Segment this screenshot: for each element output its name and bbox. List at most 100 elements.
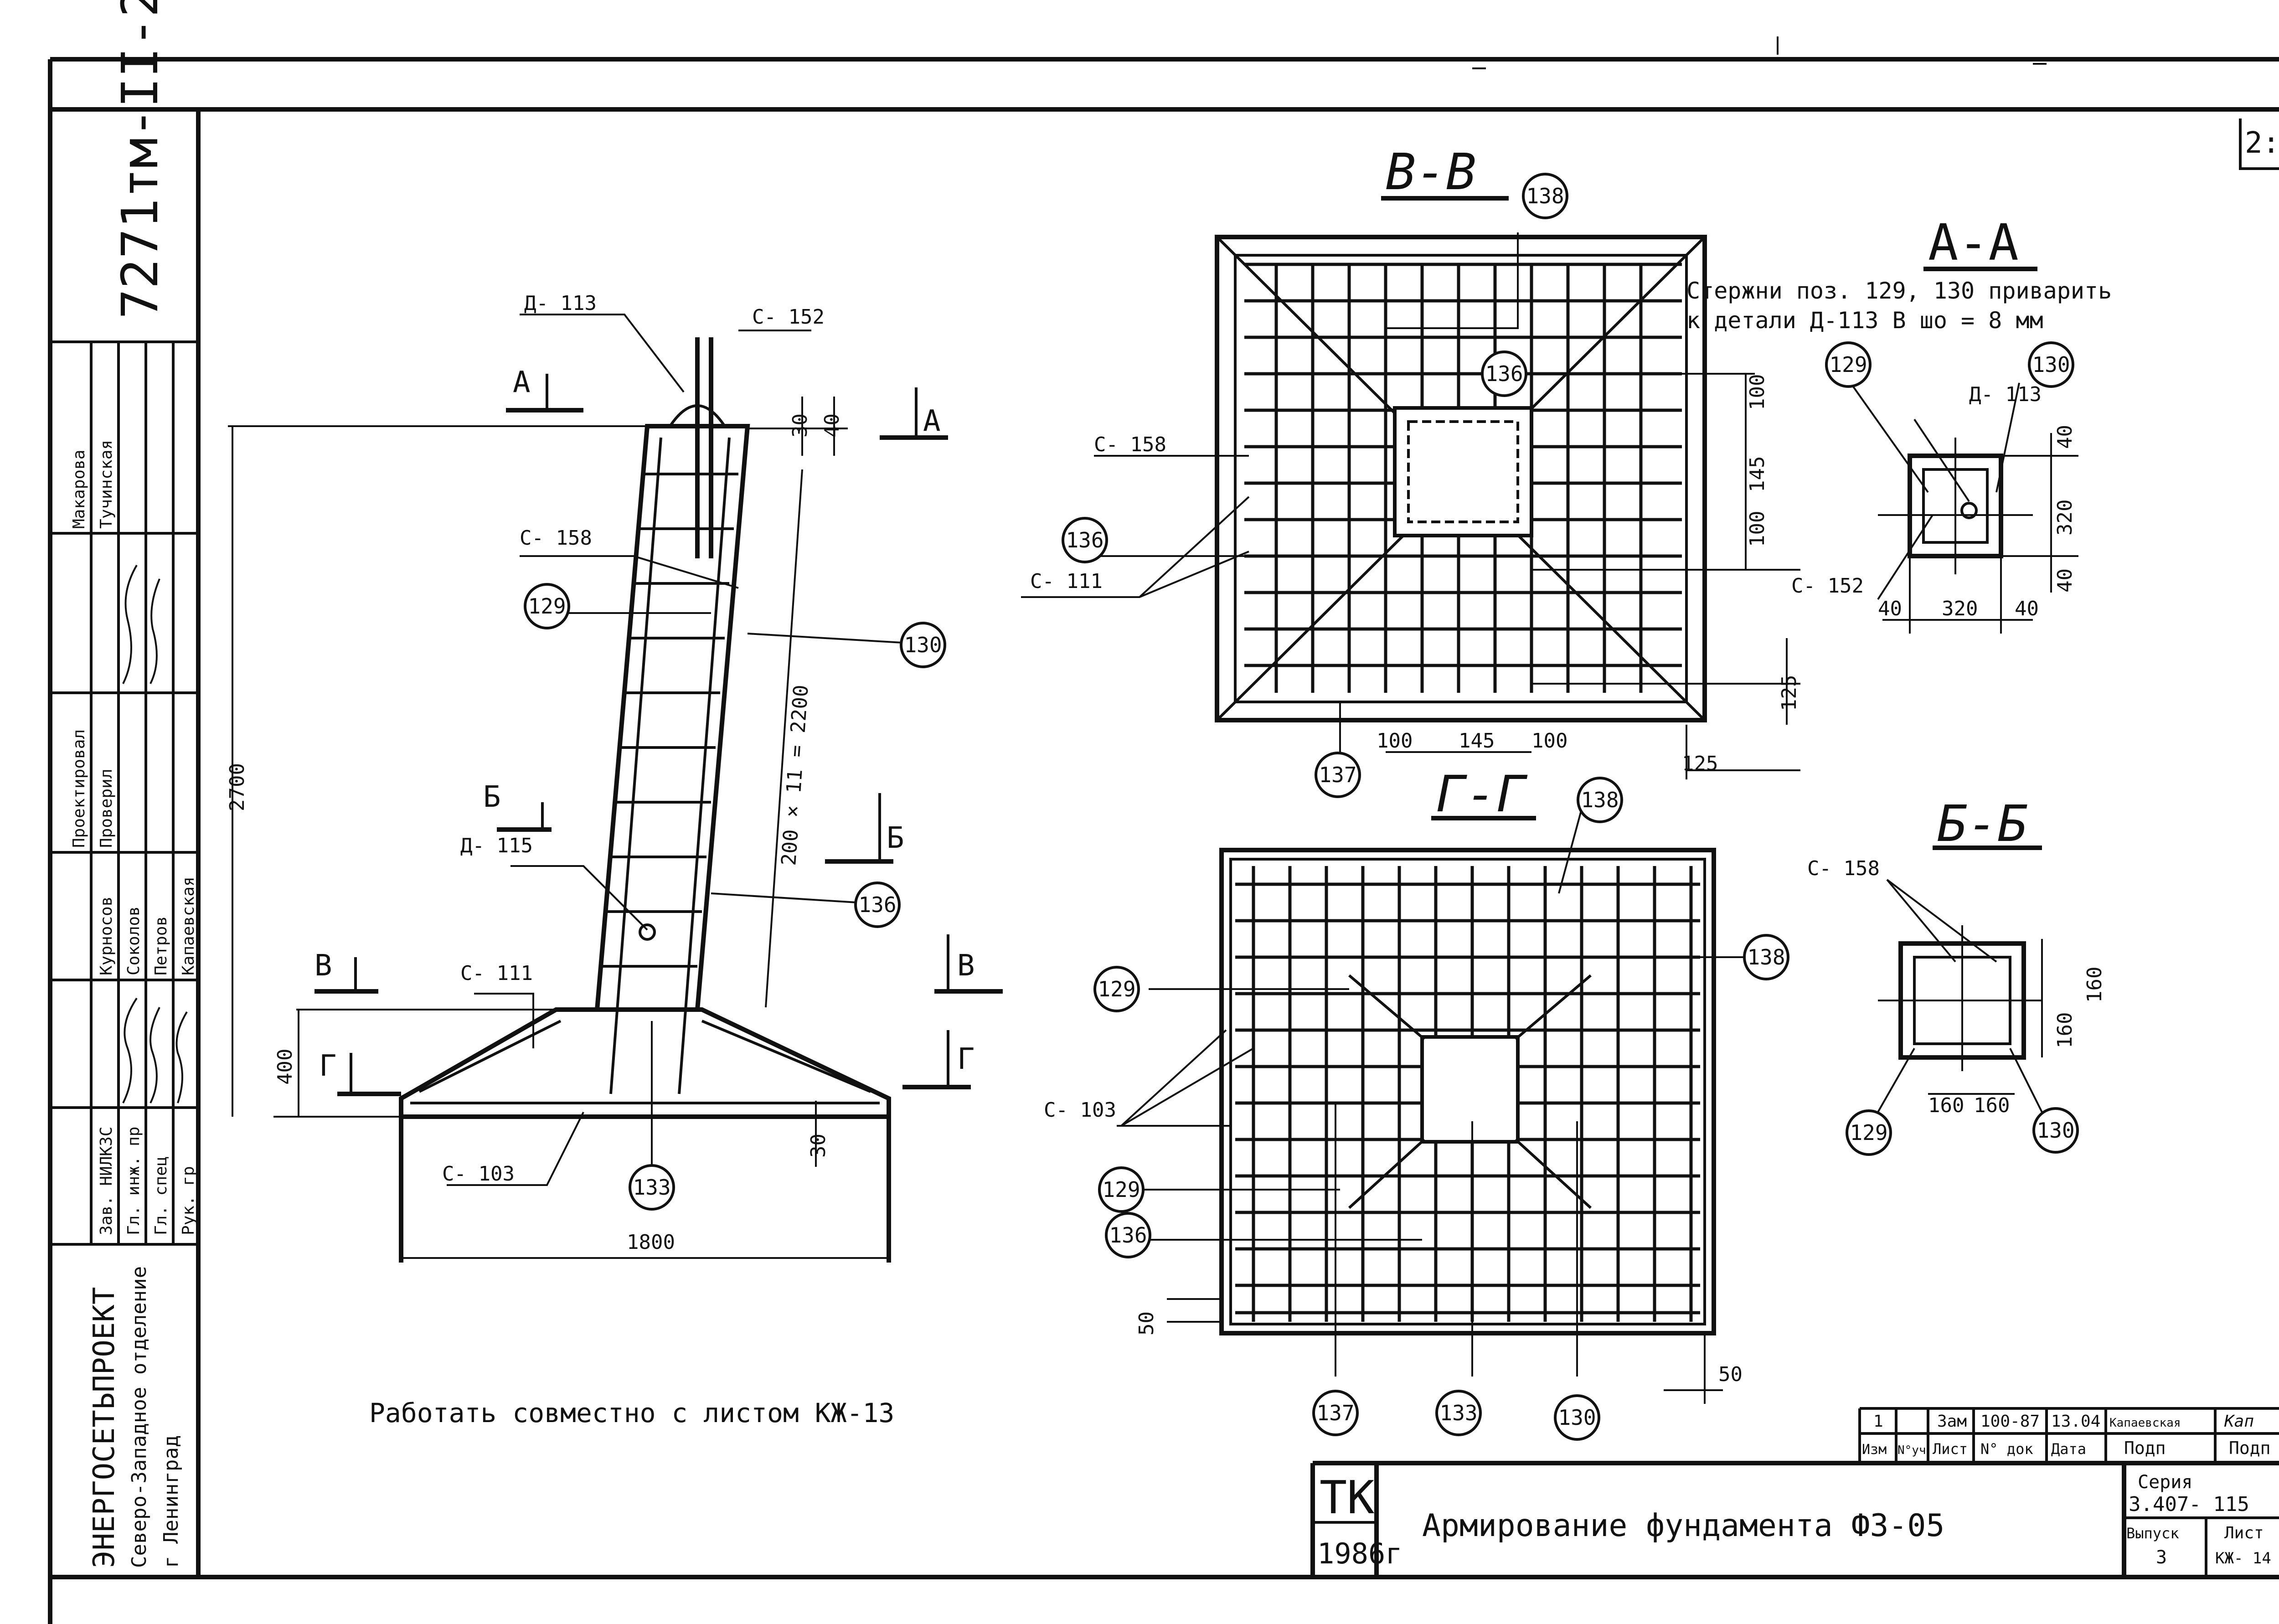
svg-text:130: 130: [2032, 352, 2070, 377]
svg-text:136: 136: [1109, 1223, 1147, 1248]
bb-dim-125: 125: [1682, 752, 1718, 775]
bubble-137-gg: 137: [1312, 1390, 1359, 1436]
section-gg: [1117, 848, 1755, 1404]
cut-mark-b-left: Б: [483, 780, 501, 814]
stamp-role-1: Зав. НИЛКЗС: [97, 1127, 116, 1235]
section-bb: [1021, 232, 1800, 894]
stamp-org: ЭНЕРГОСЕТЬПРОЕКТ: [88, 1287, 121, 1568]
title-series: 3.407- 115: [2129, 1493, 2249, 1516]
aa-dim-40a: 40: [1878, 597, 1902, 620]
signature-1: [122, 997, 138, 1103]
bubble-129: 129: [524, 583, 570, 629]
elev-label-c152: С- 152: [752, 305, 825, 329]
elevation-view: [228, 314, 1003, 1263]
gg-dim-50-horizontal: 50: [1718, 1363, 1743, 1386]
aa-label-c152: С- 152: [1791, 574, 1864, 598]
elev-label-c158: С- 158: [520, 526, 592, 550]
sheet-frame: [48, 36, 2279, 1624]
svg-text:129: 129: [1098, 977, 1135, 1001]
rev-num: 1: [1873, 1412, 1883, 1431]
bb-label-c158: С- 158: [1094, 433, 1166, 456]
dim-400: 400: [273, 1049, 297, 1085]
elev-label-d113: Д- 113: [524, 292, 597, 315]
svg-text:138: 138: [1581, 788, 1619, 812]
bubble-136-bb-left: 136: [1062, 517, 1108, 563]
stamp-city: г Ленинград: [160, 1435, 183, 1568]
rev-action: Зам: [1937, 1412, 1967, 1431]
bbb-vdim-160b: 160: [2083, 967, 2106, 1003]
signature-3: [175, 1011, 188, 1103]
dim-40-top: 40: [820, 413, 844, 438]
stamp-role-3: Гл. спец: [152, 1156, 170, 1235]
svg-text:136: 136: [1066, 528, 1103, 552]
signature-4: [122, 564, 138, 684]
cut-mark-b-right: Б: [887, 821, 904, 855]
dim-2700: 2700: [226, 763, 249, 811]
bb-vdim-145: 145: [1746, 456, 1769, 492]
bbb-vdim-160a: 160: [2053, 1012, 2077, 1048]
bb-dim-100a: 100: [1377, 729, 1413, 753]
title-issue-label: Выпуск: [2126, 1525, 2179, 1542]
bubble-133: 133: [629, 1164, 675, 1211]
aa-dim-40b: 40: [2015, 597, 2039, 620]
bbb-label-c158: С- 158: [1807, 857, 1880, 880]
elev-label-c111: С- 111: [460, 962, 533, 985]
sheet-number-corner: 2:: [2239, 119, 2279, 170]
bb-vdim-100a: 100: [1746, 374, 1769, 410]
title-block: [1310, 1461, 2279, 1577]
cut-mark-g-right: Г: [957, 1042, 975, 1076]
bubble-137-bb: 137: [1315, 752, 1361, 798]
aa-note-line1: Стержни поз. 129, 130 приварить: [1686, 278, 2112, 304]
bubble-129-aa: 129: [1825, 341, 1872, 388]
elev-label-d115: Д- 115: [460, 834, 533, 857]
bbb-dim-160a: 160: [1928, 1094, 1964, 1117]
bubble-138-gg: 138: [1577, 777, 1623, 823]
bubble-136-gg: 136: [1105, 1212, 1151, 1258]
title-sheet: КЖ- 14: [2215, 1549, 2271, 1567]
stamp-name-3: Петров: [152, 916, 170, 975]
svg-text:129: 129: [528, 594, 566, 619]
stamp-name-1: Курносов: [97, 897, 116, 975]
aa-label-d113: Д- 113: [1969, 383, 2042, 406]
bbb-dim-160b: 160: [1974, 1094, 2010, 1117]
svg-text:138: 138: [1747, 945, 1785, 969]
left-stamp: 7271тм-II-25 ЭНЕРГОСЕТЬПРОЕКТ Северо-Зап…: [50, 0, 198, 1568]
bb-label-c111: С- 111: [1030, 570, 1103, 593]
dim-30-bottom: 30: [807, 1134, 830, 1158]
bubble-133-gg: 133: [1435, 1390, 1482, 1436]
bubble-138-gg-right: 138: [1743, 934, 1789, 980]
bubble-130: 130: [900, 622, 946, 668]
stamp-name-4: Капаевская: [179, 876, 198, 975]
cut-mark-a-right: А: [923, 404, 941, 438]
svg-text:137: 137: [1316, 1401, 1354, 1425]
rev-h-data: Дата: [2051, 1440, 2086, 1458]
rev-h-list: Лист: [1933, 1440, 1968, 1458]
title-main: Армирование фундамента ФЗ-05: [1422, 1508, 1944, 1544]
svg-text:133: 133: [1439, 1401, 1477, 1425]
gg-dim-50-vertical: 50: [1135, 1311, 1158, 1335]
svg-text:129: 129: [1102, 1177, 1140, 1202]
rev-h-nuch: N°уч: [1897, 1444, 1926, 1457]
svg-text:130: 130: [904, 633, 942, 657]
dim-1800: 1800: [627, 1231, 675, 1254]
cut-mark-a-left: А: [513, 366, 531, 399]
title-issue: 3: [2156, 1547, 2167, 1568]
bubble-130-bbb: 130: [2032, 1107, 2079, 1154]
elev-label-c103: С- 103: [442, 1162, 515, 1186]
svg-text:129: 129: [1829, 352, 1867, 377]
work-note: Работать совместно с листом КЖ-13: [369, 1397, 894, 1428]
aa-vdim-320: 320: [2053, 500, 2077, 536]
stamp-name-5: Макарова: [70, 450, 88, 529]
rev-doc: 100-87: [1980, 1412, 2040, 1431]
rev-h-izm: Изм: [1862, 1442, 1887, 1458]
rev-h-podp: Подп: [2124, 1438, 2166, 1458]
stamp-branch: Северо-Западное отделение: [128, 1266, 151, 1568]
sheet-number: 2:: [2245, 126, 2279, 160]
cut-mark-g-left: Г: [319, 1049, 337, 1083]
stamp-name-2: Соколов: [124, 906, 143, 975]
bb-vdim-125: 125: [1778, 675, 1801, 711]
drawing-code: 7271тм-II-25: [111, 0, 169, 319]
stamp-role-6: Проверил: [97, 769, 116, 848]
gg-label-c103: С- 103: [1044, 1098, 1116, 1122]
